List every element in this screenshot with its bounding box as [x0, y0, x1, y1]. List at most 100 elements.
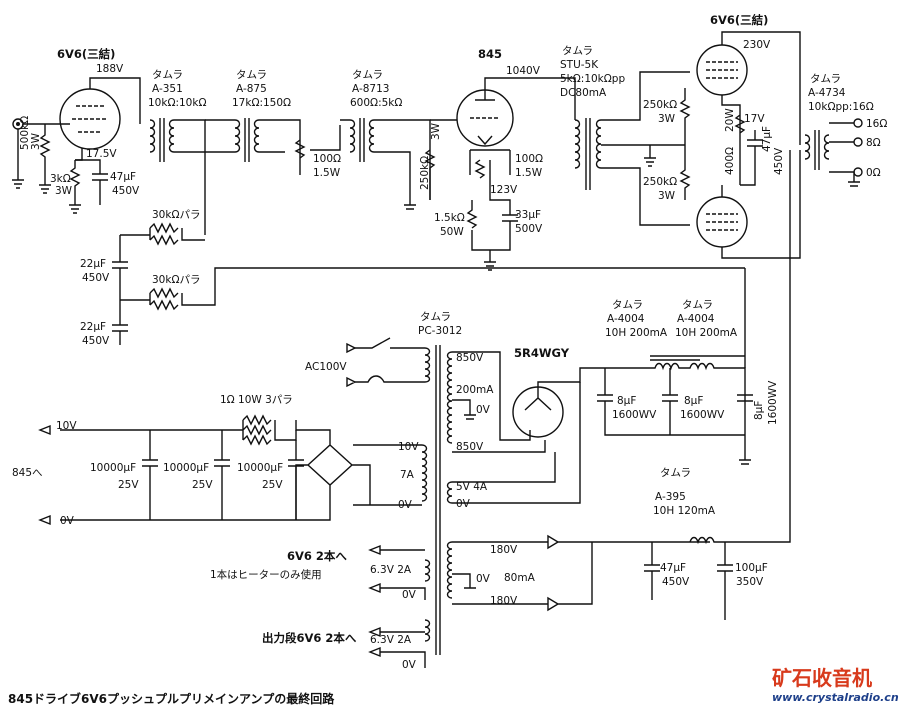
watermark-url: www.crystalradio.cn	[772, 691, 899, 704]
r-in-value: 500kΩ	[19, 116, 31, 150]
r-250k2-value: 250kΩ	[643, 99, 677, 111]
bridge-rectifier-icon	[60, 420, 422, 521]
c-8b-rating: 1600WV	[680, 409, 725, 421]
r-400-rating: 20W	[724, 108, 736, 132]
heater-windings-icon	[380, 549, 431, 668]
t1-model: A-351	[152, 83, 183, 95]
r-1ohm-label: 1Ω 10W 3パラ	[220, 394, 293, 406]
speaker-output-wires	[829, 122, 860, 187]
power-core-icon	[435, 345, 441, 655]
ch1-maker: タムラ	[612, 299, 643, 311]
c-k-value: 47μF	[110, 171, 136, 183]
r-400-value: 400Ω	[724, 147, 736, 175]
r-250k3-value: 250kΩ	[643, 176, 677, 188]
c-47p-value: 47μF	[660, 562, 686, 574]
t4-ratio: 5kΩ:10kΩpp	[560, 73, 625, 85]
ch2-model: A-4004	[677, 313, 715, 325]
bplus-bus-wire	[744, 150, 791, 520]
t4-model: STU-5K	[560, 59, 599, 71]
voltage-17-5-label: 17.5V	[86, 148, 117, 160]
input-tube-label: 6V6(三結)	[57, 47, 115, 61]
bias-secondary-icon	[446, 541, 453, 599]
c-22a-value: 22μF	[80, 258, 106, 270]
w850a-label: 850V	[456, 352, 484, 364]
power-maker: タムラ	[420, 311, 451, 323]
input-stage: 6V6(三結) 188V 17.5V 500kΩ 3W 3kΩ 3W 47μF …	[12, 47, 141, 214]
t1-ratio: 10kΩ:10kΩ	[148, 97, 206, 109]
t3-ratio: 600Ω:5kΩ	[350, 97, 402, 109]
t3-wires	[340, 119, 431, 210]
heater-filter-caps-icon	[142, 430, 304, 520]
t4-maker: タムラ	[562, 45, 593, 57]
driver-plate-wire	[475, 77, 576, 120]
w0c-label: 0V	[456, 498, 471, 510]
driver-stage: 845 1040V 100Ω 1.5W 123V 1.5kΩ 50W 33μF …	[430, 47, 576, 271]
r-250k3-rating: 3W	[658, 190, 676, 202]
ch3-model: A-395	[655, 491, 686, 503]
r-in-rating: 3W	[30, 132, 42, 150]
input-plate-wire	[89, 77, 141, 124]
w0e-label: 0V	[402, 589, 417, 601]
ch1-spec: 10H 200mA	[605, 327, 668, 339]
c-k-rating: 450V	[112, 185, 140, 197]
resistor-3k-icon	[69, 160, 81, 214]
r-30k1-label: 30kΩパラ	[152, 209, 200, 221]
transformer-a4734-icon	[804, 130, 830, 170]
w63a-label: 6.3V 2A	[370, 564, 412, 576]
r-250k2-rating: 3W	[658, 113, 676, 125]
lv-secondary-icon	[421, 444, 428, 502]
w0a-label: 0V	[476, 404, 491, 416]
bias-filter-network	[644, 520, 791, 620]
w63b-label: 6.3V 2A	[370, 634, 412, 646]
t3-maker: タムラ	[352, 69, 383, 81]
heater-6v6-note: 1本はヒーターのみ使用	[210, 568, 322, 581]
ac-label: AC100V	[305, 361, 347, 373]
r-30k2-label: 30kΩパラ	[152, 274, 200, 286]
t3-model: A-8713	[352, 83, 389, 95]
r-k-rating: 3W	[55, 185, 73, 197]
voltage-230-label: 230V	[743, 39, 771, 51]
c-10000a-value: 10000μF	[90, 462, 136, 474]
output-cathode-network	[721, 95, 763, 197]
heater-winding-arrows-icon	[368, 544, 381, 658]
w5v-label: 5V 4A	[456, 481, 488, 493]
w80-label: 80mA	[504, 572, 536, 584]
transformer-a351-icon	[149, 118, 175, 162]
ch3-spec: 10H 120mA	[653, 505, 716, 517]
ch3-maker: タムラ	[660, 467, 691, 479]
power-supply: タムラ PC-3012 AC100V 850V 200mA 0V 850V 10…	[12, 299, 791, 671]
t2-maker: タムラ	[236, 69, 267, 81]
output-tube-upper-grids-icon	[706, 61, 738, 79]
ac-switch-fuse-icon	[355, 337, 410, 383]
capacitor-47u-icon	[75, 159, 108, 205]
transformer-a8713-icon	[349, 118, 375, 162]
r-250k-rating: 3W	[430, 122, 442, 140]
hv-secondary-wires	[452, 351, 546, 453]
w10-label: 10V	[398, 441, 419, 453]
t5-maker: タムラ	[810, 73, 841, 85]
decoupling-network: 30kΩパラ 30kΩパラ 22μF 450V 22μF 450V	[80, 150, 791, 520]
w850b-label: 850V	[456, 441, 484, 453]
output-tube-lower-grids-icon	[706, 213, 738, 231]
t2-ratio: 17kΩ:150Ω	[232, 97, 291, 109]
hv-ground-icon	[739, 455, 751, 465]
power-primary-icon	[410, 347, 431, 383]
w180b-label: 180V	[490, 595, 518, 607]
t2-model: A-875	[236, 83, 267, 95]
input-jack-center-icon	[16, 122, 20, 126]
t4-current: DC80mA	[560, 87, 607, 99]
t1-secondary-wire	[174, 119, 206, 180]
resistor-500k-icon	[39, 124, 51, 194]
driver-cathode-network	[466, 149, 518, 271]
input-tube-grids-icon	[72, 105, 108, 133]
output-plate-wires	[721, 31, 801, 259]
w0d-label: 0V	[476, 573, 491, 585]
power-model: PC-3012	[418, 325, 462, 337]
c-10000c-rating: 25V	[262, 479, 283, 491]
terminal-0-icon	[853, 167, 863, 177]
heater-6v6-label: 6V6 2本へ	[287, 549, 347, 563]
voltage-17-label: 17V	[744, 113, 765, 125]
bias-rectifier-wires	[452, 534, 710, 612]
watermark-title: 矿石收音机	[772, 666, 872, 690]
